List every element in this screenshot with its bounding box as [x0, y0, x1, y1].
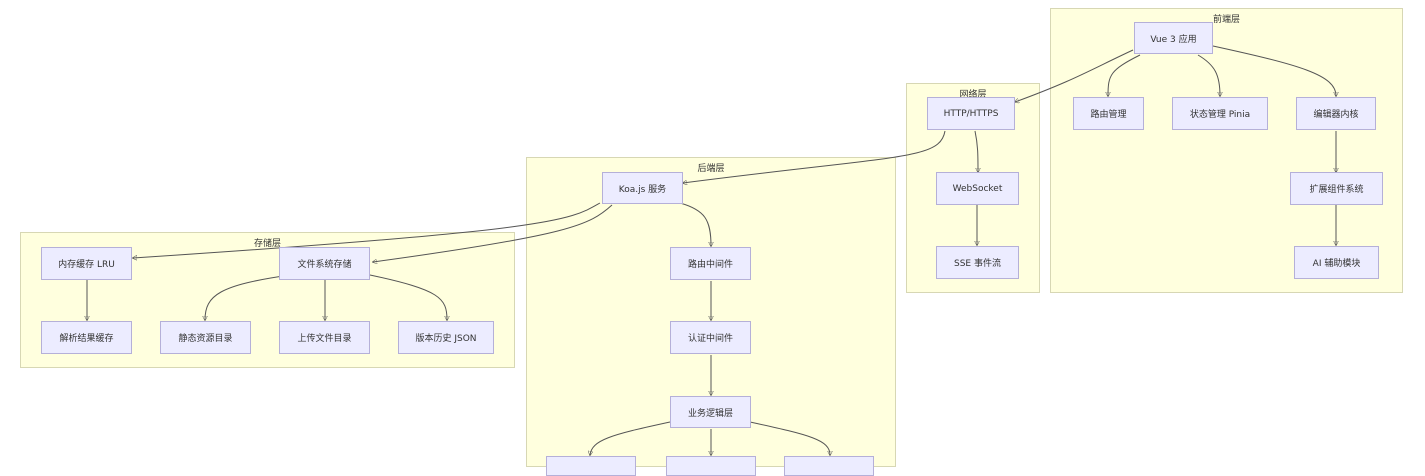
- node-parse-cache-label: 解析结果缓存: [59, 334, 114, 344]
- node-filesystem-storage-label: 文件系统存储: [297, 260, 352, 270]
- node-pinia[interactable]: 状态管理 Pinia: [1172, 97, 1268, 130]
- node-pinia-label: 状态管理 Pinia: [1189, 110, 1251, 120]
- node-route-middleware[interactable]: 路由中间件: [670, 247, 751, 280]
- node-static-dir[interactable]: 静态资源目录: [160, 321, 251, 354]
- node-business-logic[interactable]: 业务逻辑层: [670, 396, 751, 428]
- cluster-frontend-label: 前端层: [1212, 15, 1240, 25]
- node-editor-core-label: 编辑器内核: [1313, 110, 1359, 120]
- node-router-label: 路由管理: [1090, 110, 1127, 120]
- node-plugin-system[interactable]: 扩展组件系统: [1290, 172, 1383, 205]
- node-http[interactable]: HTTP/HTTPS: [927, 97, 1015, 130]
- node-memory-cache-lru[interactable]: 内存缓存 LRU: [41, 247, 132, 280]
- node-business-child-2[interactable]: [666, 456, 756, 476]
- node-sse-label: SSE 事件流: [954, 259, 1001, 269]
- node-editor-core[interactable]: 编辑器内核: [1296, 97, 1376, 130]
- node-upload-dir[interactable]: 上传文件目录: [279, 321, 370, 354]
- node-business-child-1[interactable]: [546, 456, 636, 476]
- node-filesystem-storage[interactable]: 文件系统存储: [279, 247, 370, 280]
- node-memory-cache-lru-label: 内存缓存 LRU: [58, 260, 115, 270]
- node-version-history-label: 版本历史 JSON: [415, 334, 477, 344]
- node-plugin-system-label: 扩展组件系统: [1309, 185, 1364, 195]
- node-parse-cache[interactable]: 解析结果缓存: [41, 321, 132, 354]
- node-ai-module[interactable]: AI 辅助模块: [1294, 246, 1379, 279]
- node-business-logic-label: 业务逻辑层: [687, 408, 733, 419]
- node-http-label: HTTP/HTTPS: [943, 108, 999, 119]
- node-router[interactable]: 路由管理: [1073, 97, 1144, 130]
- node-auth-middleware-label: 认证中间件: [687, 334, 733, 344]
- node-sse[interactable]: SSE 事件流: [936, 246, 1019, 279]
- cluster-network-label: 网络层: [959, 90, 987, 100]
- node-version-history[interactable]: 版本历史 JSON: [398, 321, 494, 354]
- node-websocket[interactable]: WebSocket: [936, 172, 1019, 205]
- node-koa[interactable]: Koa.js 服务: [602, 172, 683, 204]
- node-auth-middleware[interactable]: 认证中间件: [670, 321, 751, 354]
- node-koa-label: Koa.js 服务: [618, 184, 667, 195]
- node-business-child-3[interactable]: [784, 456, 874, 476]
- node-vue-app[interactable]: Vue 3 应用: [1134, 22, 1213, 54]
- node-vue-app-label: Vue 3 应用: [1150, 34, 1197, 45]
- node-upload-dir-label: 上传文件目录: [297, 334, 352, 344]
- node-static-dir-label: 静态资源目录: [178, 334, 233, 344]
- cluster-backend-label: 后端层: [697, 164, 725, 174]
- node-websocket-label: WebSocket: [952, 183, 1003, 194]
- node-ai-module-label: AI 辅助模块: [1312, 259, 1361, 269]
- node-route-middleware-label: 路由中间件: [687, 260, 733, 270]
